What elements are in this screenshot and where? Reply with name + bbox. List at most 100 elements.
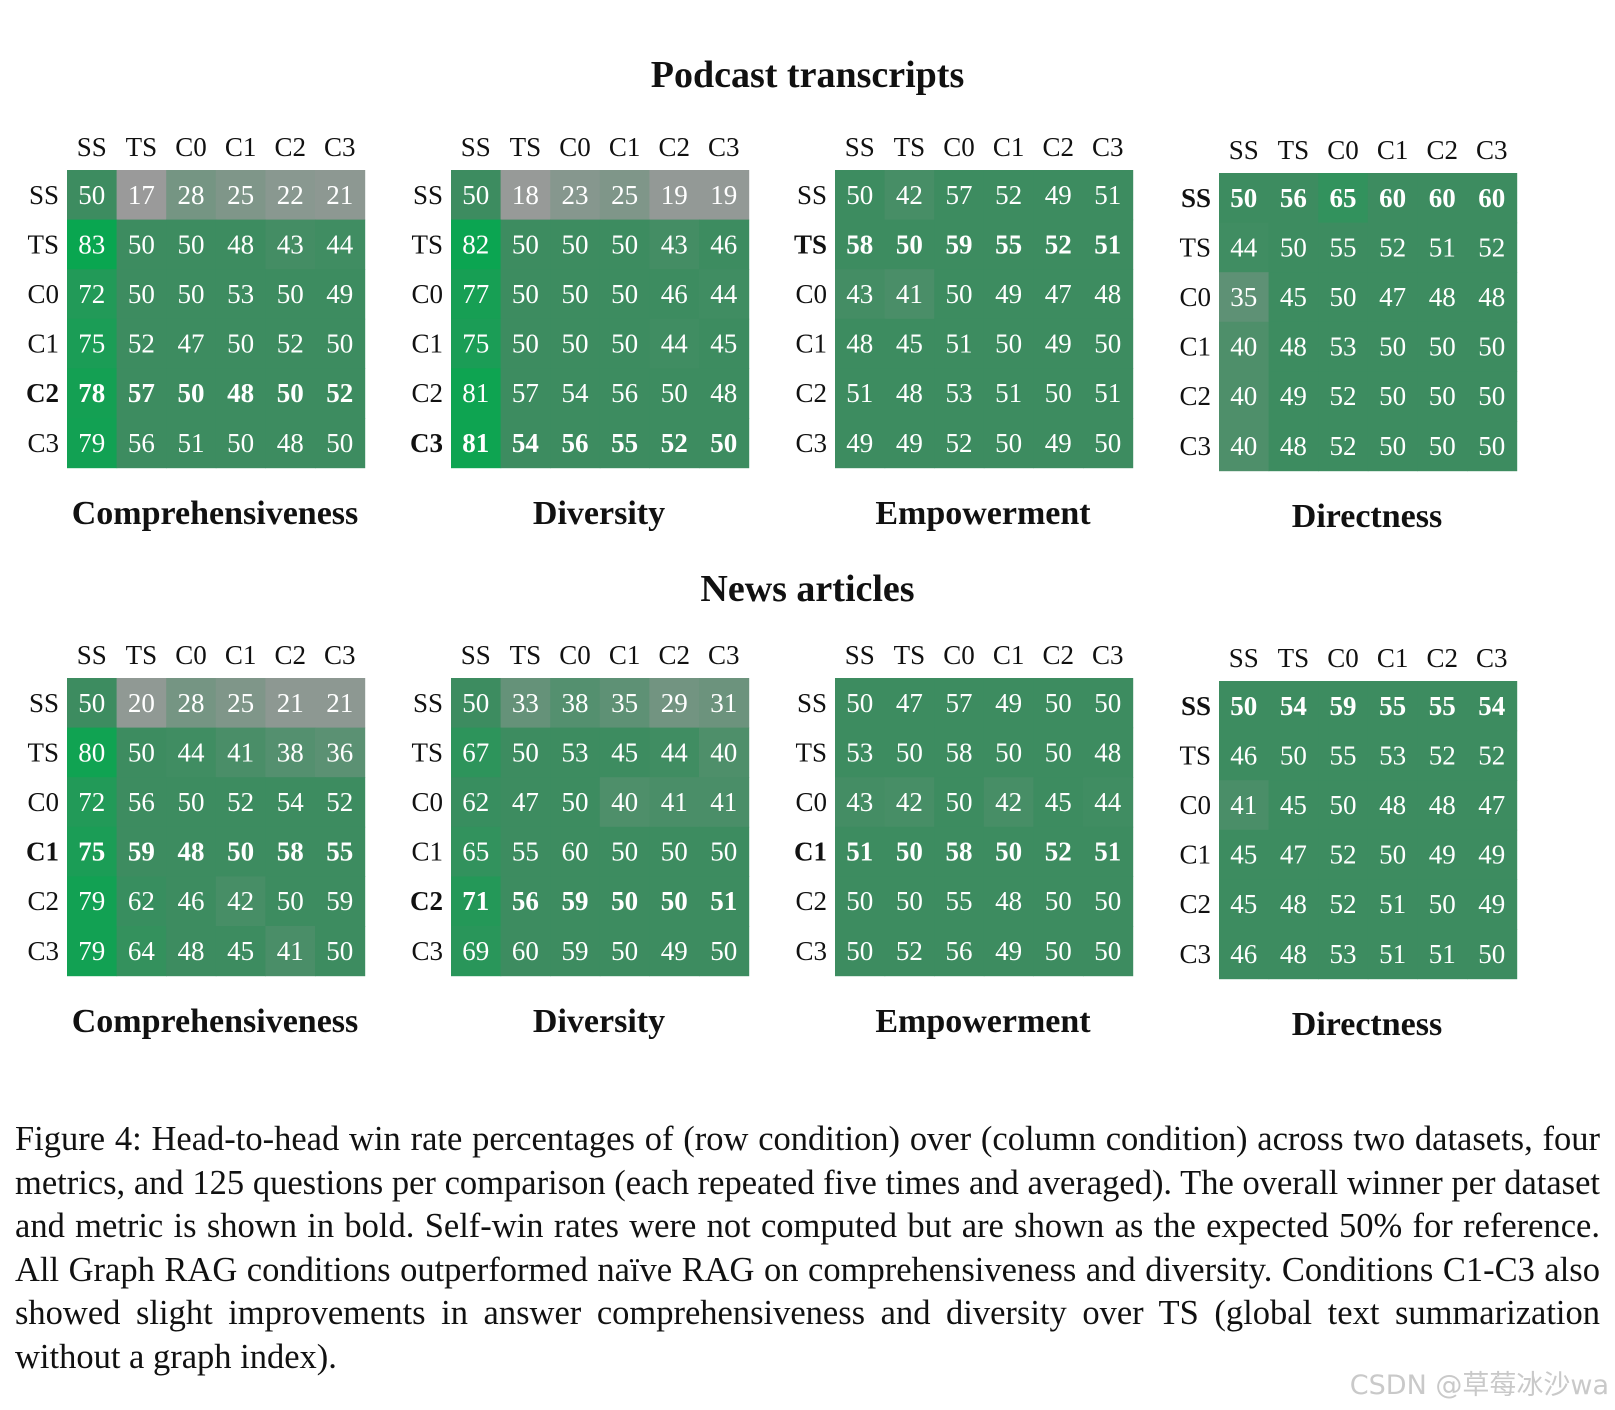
cell-value-label: 50	[178, 378, 205, 408]
heatmap-cell	[699, 926, 750, 977]
heatmap-cell	[934, 318, 985, 369]
cell-value-label: 46	[178, 886, 205, 916]
col-tick-label: TS	[126, 132, 158, 162]
heatmap-cell	[1318, 321, 1369, 372]
cell-value-label: 43	[277, 229, 304, 259]
cell-value-label: 49	[1045, 180, 1072, 210]
row-tick-label: C3	[27, 428, 59, 458]
cell-value-label: 25	[227, 688, 254, 718]
heatmap-cell	[116, 727, 167, 778]
heatmap-cell	[934, 926, 985, 977]
col-tick-label: SS	[845, 132, 875, 162]
heatmap-cell	[315, 170, 366, 221]
heatmap-cell	[451, 219, 502, 270]
cell-value-label: 51	[178, 428, 205, 458]
cell-value-label: 50	[1280, 740, 1307, 770]
cell-value-label: 55	[1429, 691, 1456, 721]
col-tick-label: SS	[461, 132, 491, 162]
cell-value-label: 50	[1045, 378, 1072, 408]
cell-value-label: 52	[946, 428, 973, 458]
heatmap-cell	[1083, 368, 1134, 419]
row-tick-label: C2	[27, 886, 59, 916]
cell-value-label: 48	[1478, 282, 1505, 312]
heatmap-cell	[1417, 321, 1468, 372]
cell-value-label: 48	[1280, 939, 1307, 969]
heatmap-cell	[1083, 826, 1134, 877]
heatmap-cell	[1318, 929, 1369, 980]
row-tick-label: C2	[795, 378, 827, 408]
cell-value-label: 50	[1478, 939, 1505, 969]
heatmap-cell	[835, 826, 886, 877]
heatmap-cell	[699, 876, 750, 927]
col-tick-label: C0	[559, 640, 591, 670]
cell-value-label: 58	[846, 229, 873, 259]
heatmap-cell	[599, 678, 650, 729]
cell-value-label: 48	[896, 378, 923, 408]
col-tick-label: C0	[175, 640, 207, 670]
cell-value-label: 35	[1230, 282, 1257, 312]
heatmap-cell	[215, 876, 266, 927]
heatmap-cell	[649, 219, 700, 270]
cell-value-label: 50	[227, 428, 254, 458]
cell-value-label: 50	[1045, 737, 1072, 767]
cell-value-label: 21	[277, 688, 304, 718]
cell-value-label: 49	[1280, 381, 1307, 411]
heatmap-cell	[166, 219, 217, 270]
cell-value-label: 45	[1230, 840, 1257, 870]
heatmap-cell	[315, 269, 366, 320]
cell-value-label: 40	[1230, 431, 1257, 461]
cell-value-label: 53	[562, 737, 589, 767]
heatmap-cell	[1318, 780, 1369, 831]
cell-value-label: 28	[178, 688, 205, 718]
cell-value-label: 55	[1330, 232, 1357, 262]
heatmap-cell	[649, 826, 700, 877]
cell-value-label: 55	[326, 837, 353, 867]
cell-value-label: 52	[1045, 837, 1072, 867]
cell-value-label: 50	[896, 837, 923, 867]
cell-value-label: 50	[1478, 381, 1505, 411]
col-tick-label: C1	[1377, 643, 1409, 673]
heatmap-cell	[265, 727, 316, 778]
cell-value-label: 54	[1478, 691, 1505, 721]
heatmap-cell	[599, 269, 650, 320]
cell-value-label: 44	[178, 737, 206, 767]
heatmap-cell	[1467, 681, 1518, 732]
heatmap-cell	[166, 826, 217, 877]
cell-value-label: 50	[1045, 936, 1072, 966]
cell-value-label: 17	[128, 180, 155, 210]
col-tick-label: C1	[1377, 135, 1409, 165]
cell-value-label: 71	[462, 886, 489, 916]
cell-value-label: 43	[846, 279, 873, 309]
cell-value-label: 45	[1280, 790, 1307, 820]
row-tick-label: C3	[27, 936, 59, 966]
heatmap-cell	[451, 418, 502, 469]
heatmap-cell	[451, 926, 502, 977]
cell-value-label: 50	[512, 329, 539, 359]
cell-value-label: 50	[277, 886, 304, 916]
cell-value-label: 20	[128, 688, 155, 718]
cell-value-label: 48	[1429, 282, 1456, 312]
col-tick-label: C1	[609, 132, 641, 162]
row-tick-label: C0	[795, 279, 827, 309]
cell-value-label: 51	[846, 837, 873, 867]
cell-value-label: 57	[946, 180, 973, 210]
cell-value-label: 52	[896, 936, 923, 966]
cell-value-label: 45	[896, 329, 923, 359]
heatmap-cell	[884, 777, 935, 828]
row-tick-label: C3	[410, 428, 443, 458]
cell-value-label: 50	[277, 279, 304, 309]
heatmap-cell	[934, 418, 985, 469]
heatmap-cell	[934, 368, 985, 419]
heatmap-cell	[1318, 371, 1369, 422]
heatmap-cell	[215, 727, 266, 778]
cell-value-label: 45	[1230, 889, 1257, 919]
heatmap-cell	[1219, 222, 1270, 273]
row-tick-label: C0	[27, 279, 59, 309]
cell-value-label: 62	[128, 886, 155, 916]
heatmap-cell	[1367, 321, 1418, 372]
cell-value-label: 78	[78, 378, 105, 408]
cell-value-label: 48	[1280, 431, 1307, 461]
heatmap-cell	[1417, 421, 1468, 472]
